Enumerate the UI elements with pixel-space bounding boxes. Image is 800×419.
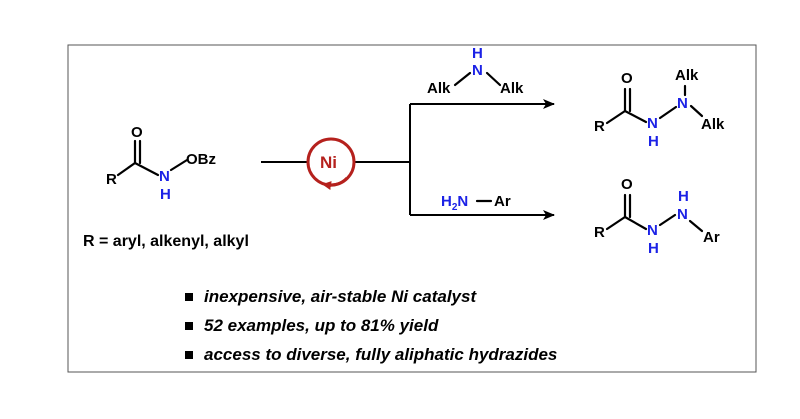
highlight-item: access to diverse, fully aliphatic hydra… [185,340,557,369]
product1-nh-h-atom: H [648,133,659,150]
highlight-text: inexpensive, air-stable Ni catalyst [204,286,477,306]
product1-nh-n-atom: N [647,115,658,132]
scheme-frame [67,44,757,373]
arylamine-ar: Ar [494,193,511,210]
product2-n-h-atom: H [678,188,689,205]
bullet-square-icon [185,321,193,330]
highlights-list: inexpensive, air-stable Ni catalyst 52 e… [185,282,557,369]
substrate-o-atom: O [131,124,143,141]
arylamine-nh2: H2N [441,193,468,213]
highlight-item: inexpensive, air-stable Ni catalyst [185,282,557,311]
product1-o-atom: O [621,70,633,87]
product2-o-atom: O [621,176,633,193]
highlight-item: 52 examples, up to 81% yield [185,311,557,340]
product2-ar: Ar [703,229,720,246]
catalyst-label: Ni [320,153,337,172]
dialkylamine-reagent: H N Alk Alk [427,45,524,97]
highlight-text: 52 examples, up to 81% yield [204,315,439,335]
product-dialkyl-hydrazide: R O N H N Alk Alk [594,67,725,150]
highlight-text: access to diverse, fully aliphatic hydra… [204,344,558,364]
substrate-obz-group: OBz [186,151,216,168]
product2-n-atom: N [677,206,688,223]
substrate-r-definition: R = aryl, alkenyl, alkyl [83,233,249,250]
product1-r-atom: R [594,118,605,135]
product1-alk-top: Alk [675,67,699,84]
cycle-arrow-icon [322,176,349,191]
substrate-h-atom: H [160,186,171,203]
substrate-structure: R O N H OBz [106,124,216,203]
amine-alk-right: Alk [500,80,524,97]
product1-n-atom: N [677,95,688,112]
amine-alk-left: Alk [427,80,451,97]
substrate-n-atom: N [159,168,170,185]
product2-nh-n-atom: N [647,222,658,239]
product2-r-atom: R [594,224,605,241]
product-aryl-hydrazide: R O N H N H Ar [594,176,720,257]
product1-alk-right: Alk [701,116,725,133]
amine-n-atom: N [472,62,483,79]
product2-nh-h-atom: H [648,240,659,257]
arylamine-reagent: H2N Ar [441,193,511,213]
bullet-square-icon [185,292,193,301]
bullet-square-icon [185,350,193,359]
substrate-r-atom: R [106,171,117,188]
amine-h-atom: H [472,45,483,62]
